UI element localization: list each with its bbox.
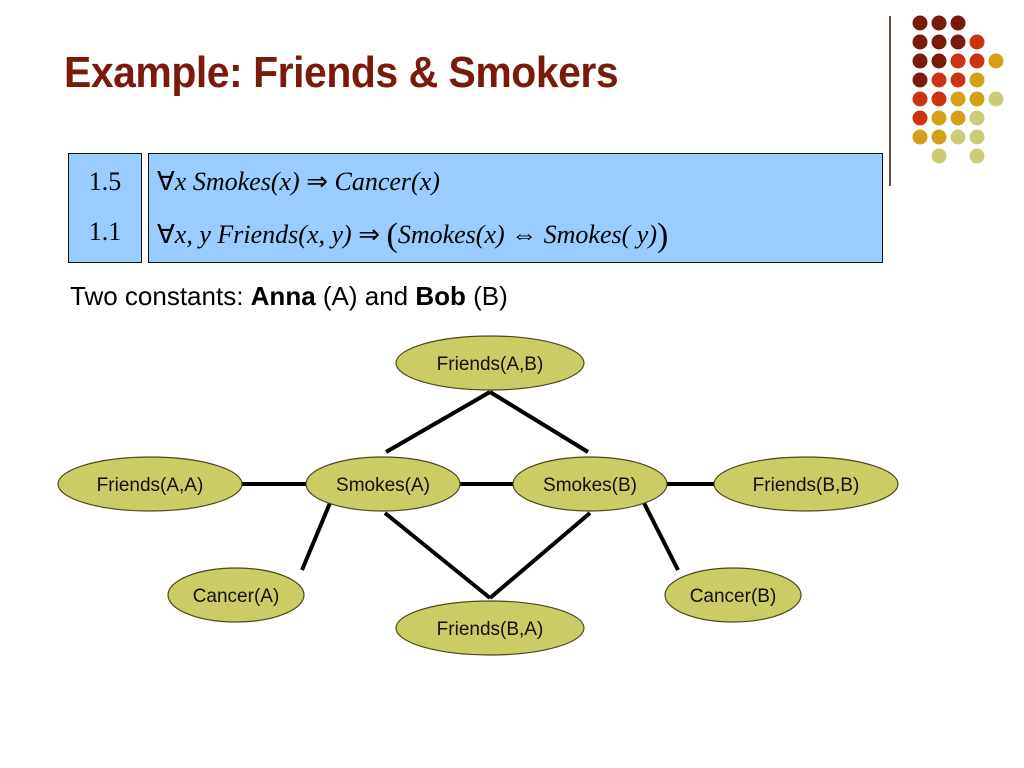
decorative-dot: [912, 110, 928, 126]
decorative-dot: [912, 53, 928, 69]
node-label: Smokes(B): [543, 475, 637, 496]
constant-anna: Anna: [250, 281, 316, 311]
decorative-dot: [988, 91, 1004, 107]
forall-symbol: ∀: [157, 167, 175, 196]
node-friends-ab: Friends(A,B): [395, 335, 585, 391]
decorative-dot: [950, 110, 966, 126]
rule-weight-2: 1.1: [88, 217, 122, 246]
decorative-dot: [912, 91, 928, 107]
decorative-dot: [950, 91, 966, 107]
constant-bob: Bob: [415, 281, 466, 311]
node-smokes-b: Smokes(B): [512, 456, 668, 512]
decorative-dot: [969, 91, 985, 107]
node-label: Friends(B,A): [437, 619, 544, 640]
node-friends-aa: Friends(A,A): [57, 456, 243, 512]
rule-formula-1: ∀x Smokes(x) ⇒ Cancer(x): [157, 167, 440, 197]
node-ellipse: [664, 567, 802, 623]
node-ellipse: [57, 456, 243, 512]
decorative-dot: [912, 72, 928, 88]
rule-weight-1: 1.5: [88, 167, 122, 196]
predicate-smokes: Smokes: [397, 220, 476, 249]
edge-friends-ab-smokes-a: [385, 390, 491, 454]
predicate-cancer: Cancer: [334, 167, 412, 196]
predicate-smokes: Smokes: [192, 167, 271, 196]
iff-symbol: ⇔: [511, 220, 538, 249]
close-paren: ): [657, 217, 669, 254]
decorative-dot: [950, 15, 966, 31]
predicate-args: ( y): [621, 220, 657, 249]
forall-symbol: ∀: [157, 220, 175, 249]
formula-vars: x: [174, 167, 187, 196]
decorative-dot: [931, 53, 947, 69]
decorative-dot: [950, 72, 966, 88]
constant-anna-abbr: (A) and: [315, 281, 416, 311]
implies-symbol: ⇒: [306, 167, 328, 196]
decorative-dot: [931, 148, 947, 164]
decorative-dot: [950, 34, 966, 50]
decorative-dot: [931, 91, 947, 107]
rule-formulas-box: ∀x Smokes(x) ⇒ Cancer(x) ∀x, y Friends(x…: [148, 153, 883, 263]
rule-formula-2: ∀x, y Friends(x, y) ⇒ (Smokes(x) ⇔ Smoke…: [157, 217, 668, 255]
decorative-dot: [969, 53, 985, 69]
node-label: Cancer(B): [690, 586, 777, 607]
node-label: Cancer(A): [193, 586, 280, 607]
edge-smokes-b-cancer-b: [642, 502, 680, 571]
decorative-dot: [912, 34, 928, 50]
decorative-dot-grid: [912, 15, 1004, 164]
rule-weights-box: 1.5 1.1: [68, 153, 142, 263]
predicate-args: (x, y): [298, 220, 352, 249]
node-ellipse: [167, 567, 305, 623]
predicate-smokes: Smokes: [543, 220, 622, 249]
decorative-dot: [912, 15, 928, 31]
slide-title: Example: Friends & Smokers: [64, 48, 619, 97]
node-cancer-b: Cancer(B): [664, 567, 802, 623]
edge-smokes-a-cancer-a: [300, 502, 332, 571]
constant-bob-abbr: (B): [465, 281, 508, 311]
decorative-dot: [931, 15, 947, 31]
node-ellipse: [395, 600, 585, 656]
constants-prefix: Two constants:: [70, 281, 251, 311]
constants-line: Two constants: Anna (A) and Bob (B): [70, 281, 508, 312]
open-paren: (: [386, 217, 398, 254]
decorative-dot: [969, 129, 985, 145]
decorative-dot: [950, 129, 966, 145]
predicate-friends: Friends: [217, 220, 299, 249]
node-ellipse: [713, 456, 899, 512]
node-friends-bb: Friends(B,B): [713, 456, 899, 512]
node-label: Smokes(A): [336, 475, 430, 496]
predicate-args: (x): [475, 220, 505, 249]
implies-symbol: ⇒: [358, 220, 380, 249]
edge-smokes-b-friends-ba: [488, 511, 592, 600]
decorative-divider: [889, 16, 891, 186]
predicate-args: (x): [411, 167, 440, 196]
node-label: Friends(B,B): [753, 475, 860, 496]
node-ellipse: [512, 456, 668, 512]
decorative-dot: [931, 110, 947, 126]
formula-vars: x, y: [174, 220, 211, 249]
decorative-dot: [931, 129, 947, 145]
decorative-dot: [912, 129, 928, 145]
node-label: Friends(A,A): [97, 475, 204, 496]
edge-friends-ab-smokes-b: [488, 390, 590, 454]
predicate-args: (x): [270, 167, 300, 196]
node-cancer-a: Cancer(A): [167, 567, 305, 623]
edge-smokes-a-friends-ba: [383, 511, 492, 600]
decorative-dot: [969, 148, 985, 164]
decorative-dot: [969, 72, 985, 88]
node-ellipse: [305, 456, 461, 512]
node-smokes-a: Smokes(A): [305, 456, 461, 512]
decorative-dot: [931, 72, 947, 88]
node-friends-ba: Friends(B,A): [395, 600, 585, 656]
decorative-dot: [950, 53, 966, 69]
node-ellipse: [395, 335, 585, 391]
decorative-dot: [969, 34, 985, 50]
node-label: Friends(A,B): [437, 354, 544, 375]
decorative-dot: [931, 34, 947, 50]
decorative-dot: [988, 53, 1004, 69]
decorative-dot: [969, 110, 985, 126]
